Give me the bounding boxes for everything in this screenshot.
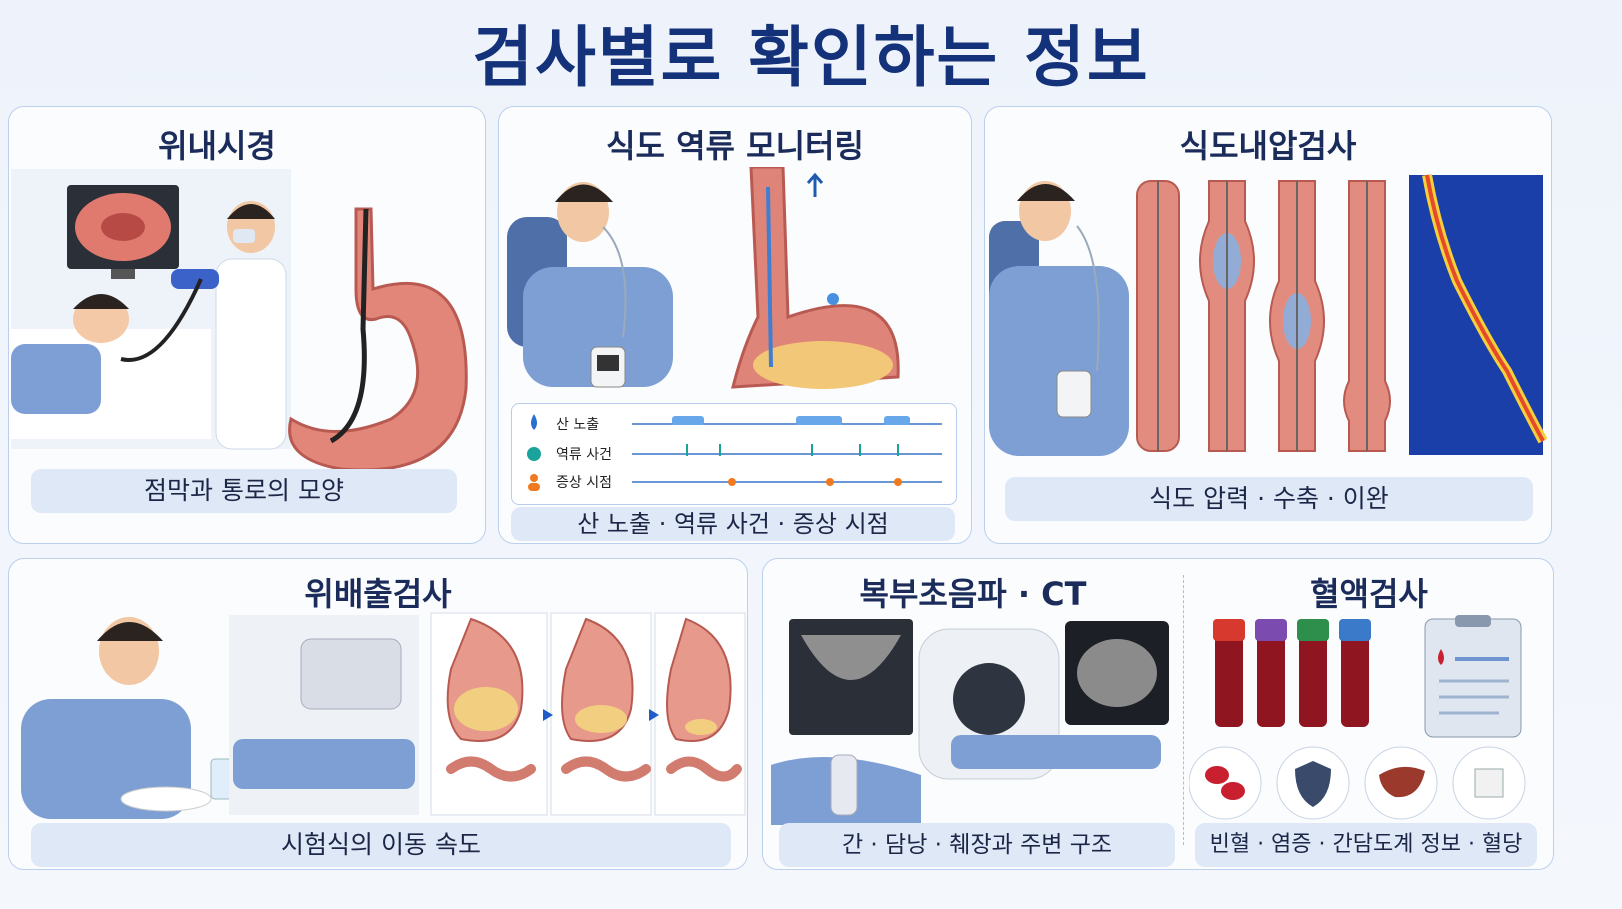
- caption-blood: 빈혈 · 염증 · 간담도계 정보 · 혈당: [1195, 823, 1537, 867]
- panel-endoscopy: 위내시경 점막과 통로의 모양: [8, 106, 486, 544]
- reflux-illustration: [507, 167, 900, 389]
- panel-title-imaging: 복부초음파 · CT: [859, 575, 1087, 613]
- panel-title-endoscopy: 위내시경: [158, 127, 276, 165]
- clipboard-icon: [1424, 615, 1522, 738]
- panel-reflux-monitoring: 식도 역류 모니터링: [498, 106, 972, 544]
- blood-test-illustration: [1189, 615, 1526, 820]
- caption-emptying: 시험식의 이동 속도: [31, 823, 731, 867]
- legend-acid-exposure: 산 노출: [556, 417, 600, 433]
- endoscopy-illustration: [11, 169, 468, 469]
- caption-reflux: 산 노출 · 역류 사건 · 증상 시점: [511, 507, 955, 541]
- panel-imaging-blood: 복부초음파 · CT 혈액검사 간 · 담낭 · 췌장과 주변 구조: [762, 558, 1554, 870]
- panel-title-reflux: 식도 역류 모니터링: [606, 127, 864, 165]
- legend-symptom-time: 증상 시점: [556, 475, 612, 491]
- page-title: 검사별로 확인하는 정보: [472, 19, 1150, 96]
- manometry-illustration: [989, 174, 1547, 456]
- imaging-illustration: [771, 619, 1169, 825]
- caption-imaging: 간 · 담낭 · 췌장과 주변 구조: [779, 823, 1175, 867]
- gastric-emptying-illustration: [21, 612, 746, 819]
- panel-gastric-emptying: 위배출검사 시험식의 이동 속도: [8, 558, 748, 870]
- person-icon: [528, 474, 540, 491]
- legend-reflux-event: 역류 사건: [556, 447, 612, 463]
- panel-manometry: 식도내압검사 식도 압력 · 수축 · 이완: [984, 106, 1552, 544]
- reflux-timeline: [527, 414, 942, 491]
- panel-title-manometry: 식도내압검사: [1179, 127, 1357, 165]
- liver-icon: [1364, 746, 1438, 820]
- panel-divider: [1183, 575, 1184, 845]
- droplet-icon: [531, 414, 537, 430]
- reflux-legend-chart: 산 노출 역류 사건 증상 시점: [511, 403, 957, 505]
- red-blood-cells-icon: [1189, 746, 1262, 820]
- shield-icon: [1276, 746, 1350, 820]
- circle-icon: [527, 447, 541, 461]
- panel-title-emptying: 위배출검사: [304, 575, 452, 613]
- blood-tubes: [1213, 619, 1371, 727]
- panel-title-blood: 혈액검사: [1310, 575, 1428, 613]
- caption-manometry: 식도 압력 · 수축 · 이완: [1005, 477, 1533, 521]
- caption-endoscopy: 점막과 통로의 모양: [31, 469, 457, 513]
- sugar-cube-icon: [1452, 746, 1526, 820]
